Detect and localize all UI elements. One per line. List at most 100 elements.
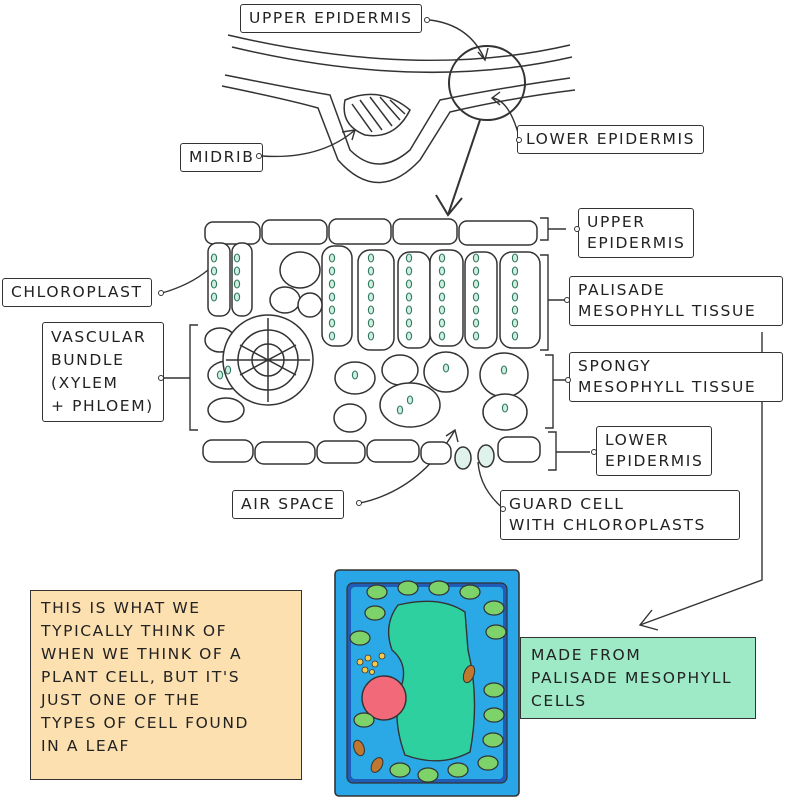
- note-line: MADE FROM: [531, 646, 642, 664]
- note-line: TYPICALLY THINK OF: [41, 622, 228, 640]
- chloroplast-icon: [438, 266, 446, 276]
- chloroplast-icon: [210, 266, 218, 276]
- chloroplast-icon: [472, 331, 480, 341]
- chloroplast-icon: [438, 279, 446, 289]
- note-line: PLANT CELL, BUT IT'S: [41, 668, 241, 686]
- chloroplast-icon: [405, 266, 413, 276]
- chloroplast-icon: [447, 762, 469, 778]
- chloroplast-dots: [210, 253, 519, 415]
- chloroplast-icon: [442, 363, 450, 373]
- chloroplast-icon: [328, 318, 336, 328]
- chloroplast-icon: [511, 318, 519, 328]
- chloroplast-icon: [367, 331, 375, 341]
- chloroplast-icon: [328, 279, 336, 289]
- chloroplast-icon: [500, 365, 508, 375]
- leader-upper-epidermis-top: [429, 19, 486, 61]
- connector-dot: [574, 226, 580, 232]
- chloroplast-icon: [405, 253, 413, 263]
- chloroplast-icon: [405, 318, 413, 328]
- upper-epidermis-cells: [204, 218, 538, 246]
- chloroplast-icon: [483, 600, 505, 616]
- note-line: IN A LEAF: [41, 737, 130, 755]
- chloroplast-icon: [328, 305, 336, 315]
- chloroplast-icon: [472, 318, 480, 328]
- chloroplast-icon: [438, 331, 446, 341]
- chloroplast-icon: [405, 292, 413, 302]
- chloroplast-icon: [405, 331, 413, 341]
- chloroplast-icon: [233, 253, 241, 263]
- chloroplast-icon: [349, 630, 371, 646]
- label-upper-epidermis-top: UPPER EPIDERMIS: [240, 4, 422, 33]
- chloroplast-icon: [472, 305, 480, 315]
- label-chloroplast: CHLOROPLAST: [2, 278, 152, 307]
- nucleus: [361, 675, 407, 721]
- chloroplast-icon: [477, 755, 499, 771]
- chloroplast-icon: [367, 266, 375, 276]
- chloroplast-icon: [367, 318, 375, 328]
- chloroplast-icon: [472, 266, 480, 276]
- chloroplast-icon: [397, 580, 419, 596]
- chloroplast-icon: [210, 292, 218, 302]
- chloroplast-icon: [405, 305, 413, 315]
- chloroplast-icon: [438, 305, 446, 315]
- chloroplast-icon: [233, 292, 241, 302]
- connector-dot: [564, 297, 570, 303]
- connector-dot: [158, 375, 164, 381]
- plant-cell-note: THIS IS WHAT WE TYPICALLY THINK OF WHEN WE…: [30, 590, 302, 780]
- chloroplast-icon: [459, 584, 481, 600]
- note-line: PALISADE MESOPHYLL: [531, 669, 733, 687]
- connector-dot: [256, 153, 262, 159]
- chloroplast-icon: [353, 712, 375, 728]
- zoom-arrow: [447, 119, 481, 216]
- chloroplast-icon: [367, 292, 375, 302]
- chloroplast-icon: [438, 253, 446, 263]
- chloroplast-icon: [367, 279, 375, 289]
- spongy-cells: [204, 251, 529, 433]
- chloroplast-icon: [483, 707, 505, 723]
- chloroplast-icon: [396, 405, 404, 415]
- note-line: WHEN WE THINK OF A: [41, 645, 243, 663]
- brace-palisade: [540, 254, 566, 351]
- chloroplast-icon: [210, 253, 218, 263]
- chloroplast-icon: [216, 370, 224, 380]
- chloroplast-icon: [472, 292, 480, 302]
- mitochondria: [353, 664, 476, 773]
- chloroplast-icon: [482, 732, 504, 748]
- chloroplast-icon: [366, 584, 388, 600]
- chloroplast-icon: [328, 266, 336, 276]
- chloroplast-icon: [472, 279, 480, 289]
- leader-chloroplast: [161, 269, 209, 294]
- chloroplast-icon: [328, 253, 336, 263]
- chloroplast-icon: [472, 253, 480, 263]
- chloroplast-icon: [511, 331, 519, 341]
- vacuole: [387, 600, 476, 762]
- chloroplast-icon: [389, 762, 411, 778]
- golgi: [356, 652, 386, 675]
- chloroplast-icon: [210, 279, 218, 289]
- connector-dot: [424, 17, 430, 23]
- connector-dot: [500, 506, 506, 512]
- chloroplast-icon: [511, 292, 519, 302]
- note-line: JUST ONE OF THE: [41, 691, 201, 709]
- note-line: TYPES OF CELL FOUND: [41, 714, 250, 732]
- connector-dot: [356, 500, 362, 506]
- label-air-space: AIR SPACE: [232, 490, 345, 519]
- label-midrib: MIDRIB: [180, 143, 264, 172]
- chloroplast-icon: [328, 292, 336, 302]
- chloroplast-icon: [511, 266, 519, 276]
- chloroplast-icon: [351, 370, 359, 380]
- connector-dot: [591, 449, 597, 455]
- leader-midrib: [261, 129, 356, 158]
- vascular-bundle-cells: [222, 314, 314, 406]
- chloroplast-icon: [367, 253, 375, 263]
- chloroplast-icon: [438, 292, 446, 302]
- note-line: THIS IS WHAT WE: [41, 599, 201, 617]
- chloroplast-icon: [406, 395, 414, 405]
- connector-dot: [158, 290, 164, 296]
